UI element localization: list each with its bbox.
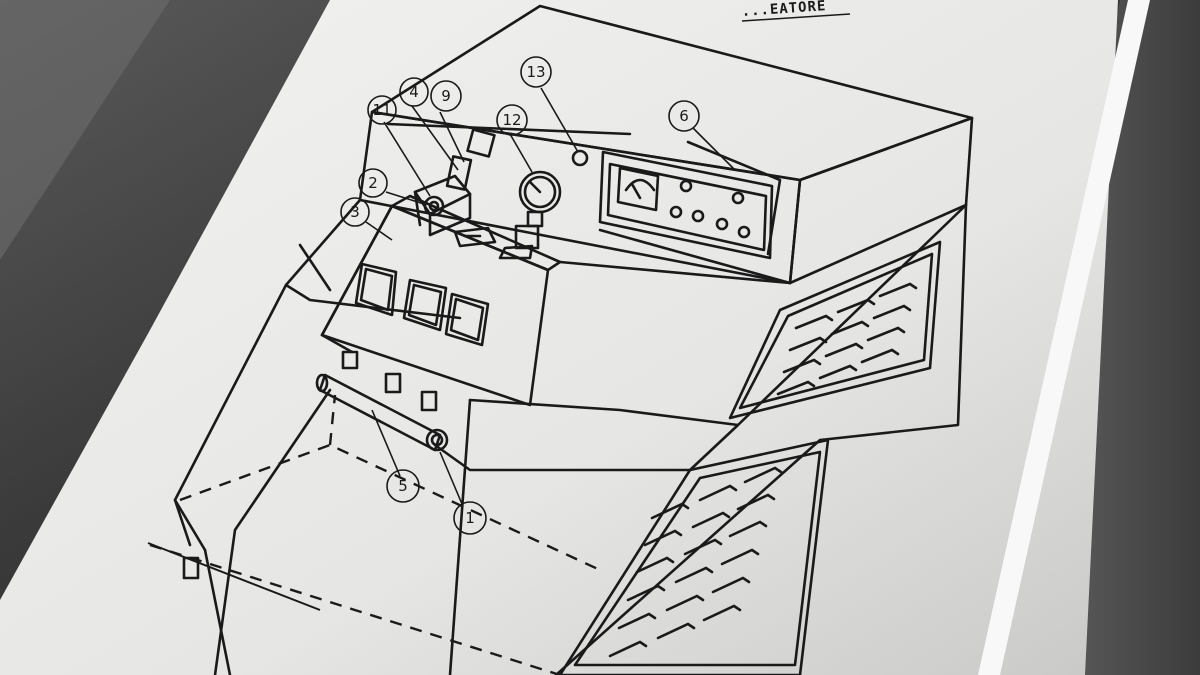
background-highlight — [0, 0, 170, 260]
callout-2: 2 — [358, 168, 388, 198]
drain-valve — [425, 428, 449, 452]
fitting-1 — [341, 350, 359, 370]
callout-11-label: 11 — [372, 101, 391, 119]
console-side — [320, 204, 394, 337]
left-front-edge — [203, 548, 232, 675]
callout-12-label: 12 — [502, 111, 521, 129]
socket-2 — [402, 278, 448, 332]
dashed-base-outline — [149, 394, 601, 675]
callout-6-label: 6 — [679, 107, 689, 125]
paper-sheet — [0, 0, 1118, 675]
fitting-2 — [384, 372, 402, 394]
fitting-3 — [420, 390, 438, 412]
panel-button — [679, 179, 693, 193]
callout-9-label: 9 — [441, 87, 451, 105]
callout-13-label: 13 — [526, 63, 545, 81]
meter — [616, 166, 660, 212]
callout-6: 6 — [668, 100, 700, 132]
callout-1: 1 — [453, 501, 487, 535]
lower-vent-slats — [608, 466, 783, 658]
lower-vent-grille — [558, 438, 830, 675]
light-strip — [978, 0, 1150, 675]
callout-3: 3 — [340, 197, 370, 227]
left-body-foot — [173, 498, 207, 552]
front-panel-divider — [448, 398, 472, 675]
pressure-switch-head — [466, 128, 496, 158]
machine-drawing — [173, 4, 974, 675]
middle-fold — [298, 243, 332, 292]
socket-3 — [444, 292, 490, 347]
indicator-lamp — [571, 149, 589, 167]
middle-upper-edge — [558, 260, 792, 285]
callout-1-label: 1 — [465, 509, 475, 527]
callout-9: 9 — [430, 80, 462, 112]
front-lower-panel — [433, 443, 692, 472]
switch-block-front — [428, 192, 472, 237]
control-panel — [598, 150, 774, 260]
right-body-edge — [554, 203, 968, 675]
callout-leaders — [365, 87, 736, 505]
socket-1 — [354, 262, 398, 317]
upper-vent-slats — [776, 282, 918, 396]
callout-12: 12 — [496, 104, 528, 136]
console-sockets — [354, 262, 490, 347]
callouts: 13 9 4 11 12 2 3 6 — [340, 56, 700, 535]
right-body-inner — [688, 423, 740, 472]
front-left-panel — [213, 388, 332, 675]
callout-11: 11 — [367, 95, 397, 125]
front-lower-line — [598, 228, 792, 285]
front-panel-line — [386, 122, 632, 136]
rotary-knob — [423, 195, 445, 217]
callout-4: 4 — [399, 77, 429, 107]
heading-underline — [741, 13, 851, 22]
middle-front-edge — [468, 203, 968, 427]
callout-4-label: 4 — [409, 83, 419, 101]
callout-13: 13 — [520, 56, 552, 88]
callout-2-label: 2 — [368, 174, 378, 192]
callout-5: 5 — [386, 469, 420, 503]
callout-5-label: 5 — [398, 477, 408, 495]
callout-3-label: 3 — [350, 203, 360, 221]
upper-vent-grille — [728, 240, 942, 420]
floor-line — [147, 542, 321, 611]
heading-fragment: ...EATORE — [741, 0, 827, 20]
button-plate — [453, 226, 497, 248]
gauge-base — [514, 224, 540, 250]
console-bottom — [320, 333, 354, 354]
